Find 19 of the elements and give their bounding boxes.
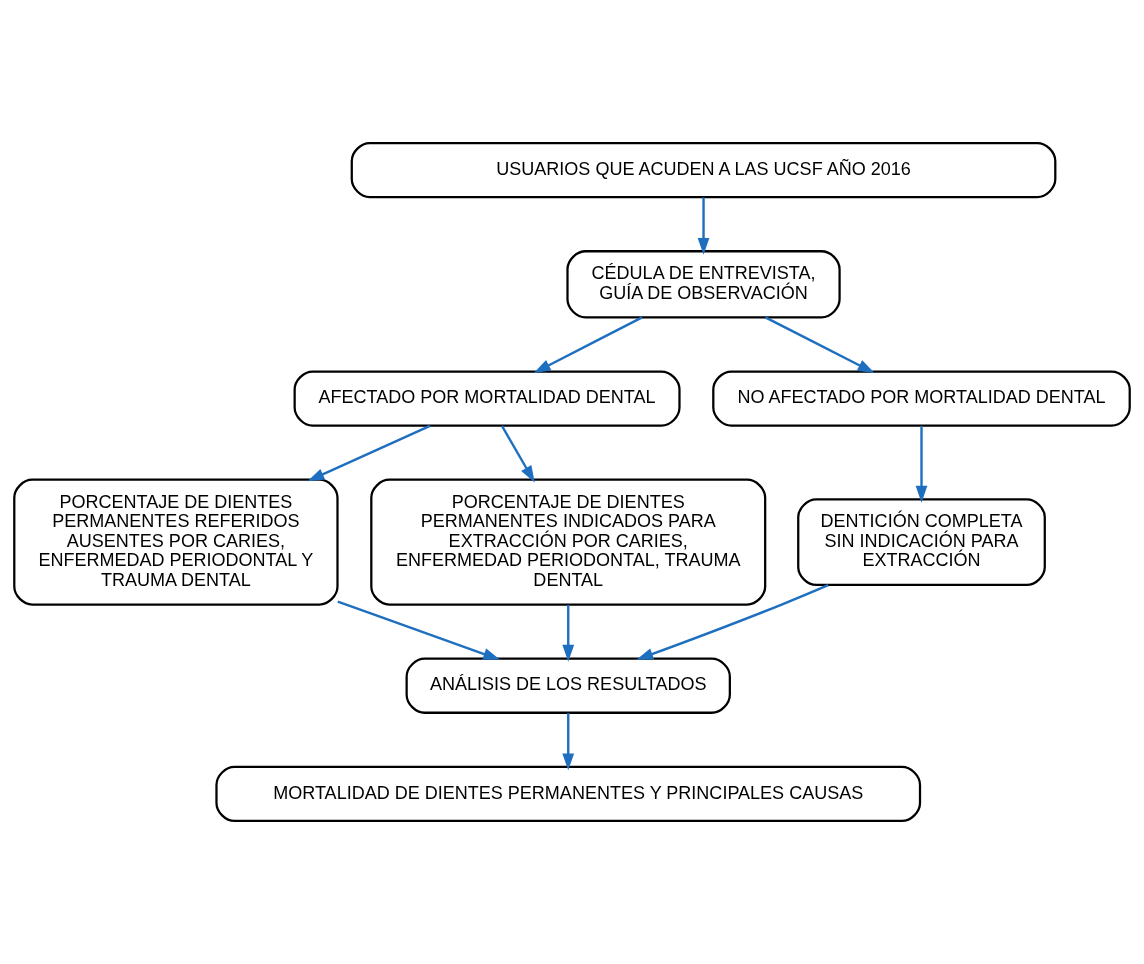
node-box: DENTICIÓN COMPLETA SIN INDICACIÓN PARA EXTRACCIÓN — [797, 498, 1046, 587]
arrow — [697, 197, 710, 255]
arrow — [307, 424, 431, 482]
arrow — [533, 316, 643, 374]
node-box: NO AFECTADO POR MORTALIDAD DENTAL — [712, 370, 1131, 427]
node-box: PORCENTAJE DE DIENTES PERMANENTES INDICADOS PARA EXTRACCIÓN POR CARIES, ENFERMEDAD PERIODONTAL, TRAUMA DENTAL — [370, 478, 767, 606]
node-box: USUARIOS QUE ACUDEN A LAS UCSF AÑO 2016 — [350, 141, 1057, 199]
node-box: ANÁLISIS DE LOS RESULTADOS — [405, 657, 731, 714]
node-box: CÉDULA DE ENTREVISTA, GUÍA DE OBSERVACIÓN — [566, 250, 841, 319]
node-box: PORCENTAJE DE DIENTES PERMANENTES REFERIDOS AUSENTES POR CARIES, ENFERMEDAD PERIODONTAL Y TRAUMA DENTAL — [13, 478, 339, 606]
arrow — [636, 584, 829, 660]
arrow — [562, 713, 575, 771]
arrow — [562, 604, 575, 662]
arrow — [500, 425, 535, 483]
node-box: MORTALIDAD DE DIENTES PERMANENTES Y PRINCIPALES CAUSAS — [215, 765, 922, 823]
arrow — [764, 316, 875, 374]
arrow — [337, 600, 501, 660]
node-box: AFECTADO POR MORTALIDAD DENTAL — [293, 370, 681, 427]
arrow — [915, 425, 928, 503]
